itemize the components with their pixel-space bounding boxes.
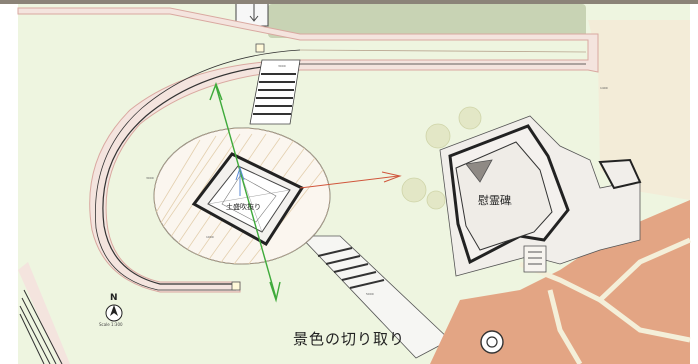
grass-area (268, 4, 586, 38)
caption-text: 景色の切り取り (292, 330, 405, 348)
sightline (215, 85, 277, 299)
dimension-label: 5000 (366, 292, 374, 296)
fountain-circle-icon (480, 330, 504, 354)
view-arrow (299, 175, 399, 189)
beige-field (588, 20, 690, 200)
cenotaph-triangle-icon (465, 159, 493, 183)
upper-stairs (249, 59, 301, 125)
platform-label: 土盛吹抜り (226, 203, 261, 211)
north-arrow-icon (105, 304, 123, 322)
trees (401, 106, 482, 210)
dimension-label: 1000 (206, 235, 214, 239)
dimension-label: 3000 (146, 176, 154, 180)
dimension-label: 3000 (278, 64, 286, 68)
dimension-label: 3000 (504, 202, 512, 206)
cenotaph-label: 慰霊碑 (478, 194, 511, 207)
dimension-label: 1400 (600, 86, 608, 90)
scale-text: Scale 1:300 (99, 322, 123, 327)
north-letter: N (110, 293, 118, 303)
